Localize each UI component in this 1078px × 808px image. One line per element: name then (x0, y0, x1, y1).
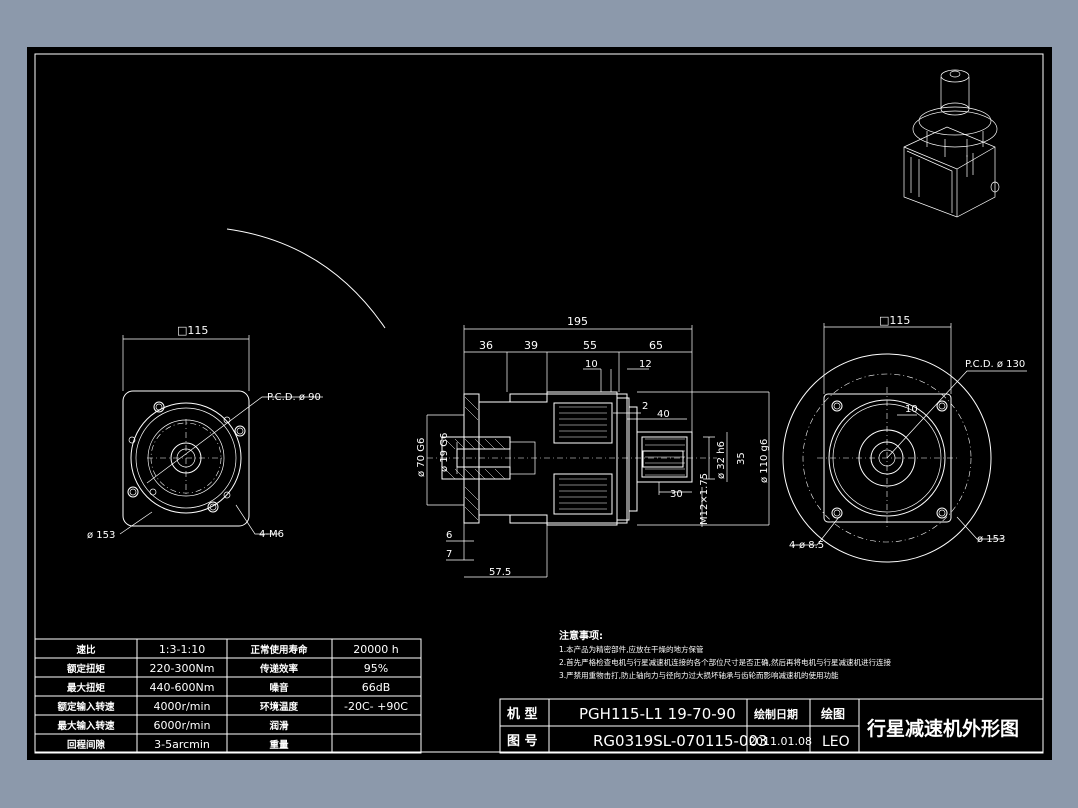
spec-param-value: 440-600Nm (150, 681, 215, 694)
drawer-label: 绘图 (821, 706, 845, 721)
spec-param-value: 6000r/min (154, 719, 211, 732)
notes-line2: 2.首先严格检查电机与行星减速机连接的各个部位尺寸是否正确,然后再将电机与行星减… (559, 657, 892, 667)
spec-param-value: 4000r/min (154, 700, 211, 713)
side-view (426, 325, 770, 578)
isometric-view (903, 69, 1000, 218)
dim-40: 40 (657, 409, 670, 420)
drawing-sheet: □115 P.C.D. ø 90 ø 153 4-M6 (27, 47, 1052, 760)
drawing-no-label: 图 号 (507, 734, 538, 749)
right-pcd-label: P.C.D. ø 130 (965, 359, 1025, 370)
dim-7: 7 (446, 549, 452, 560)
spec-param-label: 环境温度 (260, 701, 299, 713)
spec-param-value: 220-300Nm (150, 662, 215, 675)
spec-param-label: 润滑 (269, 720, 289, 732)
dim-12: 12 (639, 359, 652, 370)
spec-param-label: 噪音 (269, 682, 289, 694)
notes-title: 注意事项: (559, 629, 603, 642)
dim-dia70: ø 70 G6 (416, 438, 427, 477)
spec-param-label: 速比 (76, 644, 96, 656)
spec-param-label: 正常使用寿命 (250, 644, 308, 656)
spec-param-label: 重量 (269, 739, 289, 751)
spec-param-label: 额定扭矩 (67, 663, 106, 675)
right-view (782, 323, 1027, 563)
right-outer-dia-label: ø 153 (977, 534, 1005, 545)
spec-table-grid (34, 638, 422, 754)
spec-param-label: 回程间隙 (67, 739, 106, 751)
dim-dia110: ø 110 g6 (759, 439, 770, 483)
drawer-value: LEO (822, 734, 850, 750)
spec-table: 速比 1:3-1:10 正常使用寿命 20000 h 额定扭矩 220-300Nm 传递效率… (57, 643, 408, 751)
dim-seg3: 55 (583, 339, 597, 352)
spec-param-label: 最大扭矩 (67, 682, 106, 694)
notes-line1: 1.本产品为精密部件,应放在干燥的地方保管 (559, 644, 704, 654)
dim-seg1: 36 (479, 339, 493, 352)
dim-30: 30 (670, 489, 683, 500)
spec-param-value: 3-5arcmin (154, 738, 210, 751)
dim-dia19: ø 19 G6 (439, 433, 450, 472)
left-view (119, 335, 323, 535)
inner-border (34, 53, 1044, 753)
model-value: PGH115-L1 19-70-90 (579, 705, 736, 723)
dim-total: 195 (567, 315, 588, 328)
spec-param-value: 66dB (362, 681, 391, 694)
construction-arc (226, 228, 386, 329)
cad-drawing: □115 P.C.D. ø 90 ø 153 4-M6 (34, 53, 1044, 754)
dim-10: 10 (585, 359, 598, 370)
spec-param-label: 最大输入转速 (57, 720, 115, 732)
date-label: 绘制日期 (754, 707, 798, 721)
dim-2: 2 (642, 401, 648, 412)
left-pcd-label: P.C.D. ø 90 (267, 392, 321, 403)
spec-param-value: 95% (364, 662, 388, 675)
title-block-grid (499, 698, 1044, 754)
right-square-dim: □115 (879, 314, 910, 327)
drawing-title: 行星减速机外形图 (866, 717, 1019, 740)
notes-line3: 3.严禁用重物击打,防止轴向力与径向力过大损坏轴承与齿轮而影响减速机的使用功能 (559, 670, 839, 680)
dim-6: 6 (446, 530, 452, 541)
dim-seg4: 65 (649, 339, 663, 352)
dim-35: 35 (736, 452, 747, 465)
left-outer-dia-label: ø 153 (87, 530, 115, 541)
dim-seg2: 39 (524, 339, 538, 352)
spec-param-label: 额定输入转速 (57, 701, 115, 713)
dim-thread: M12×1.75 (699, 473, 710, 525)
spec-param-value: 20000 h (353, 643, 398, 656)
spec-param-label: 传递效率 (259, 663, 299, 675)
left-holes-label: 4-M6 (259, 529, 284, 540)
left-square-dim: □115 (177, 324, 208, 337)
right-d10: 10 (905, 404, 918, 415)
spec-param-value: -20C- +90C (344, 700, 408, 713)
date-value: 2011.01.08 (749, 735, 812, 748)
drawing-no-value: RG0319SL-070115-003 (593, 732, 768, 750)
right-holes-label: 4-ø 8.5 (789, 540, 824, 551)
dim-dia32: ø 32 h6 (716, 441, 727, 479)
dim-57-5: 57.5 (489, 567, 511, 578)
model-label: 机 型 (507, 706, 538, 722)
spec-param-value: 1:3-1:10 (159, 643, 205, 656)
